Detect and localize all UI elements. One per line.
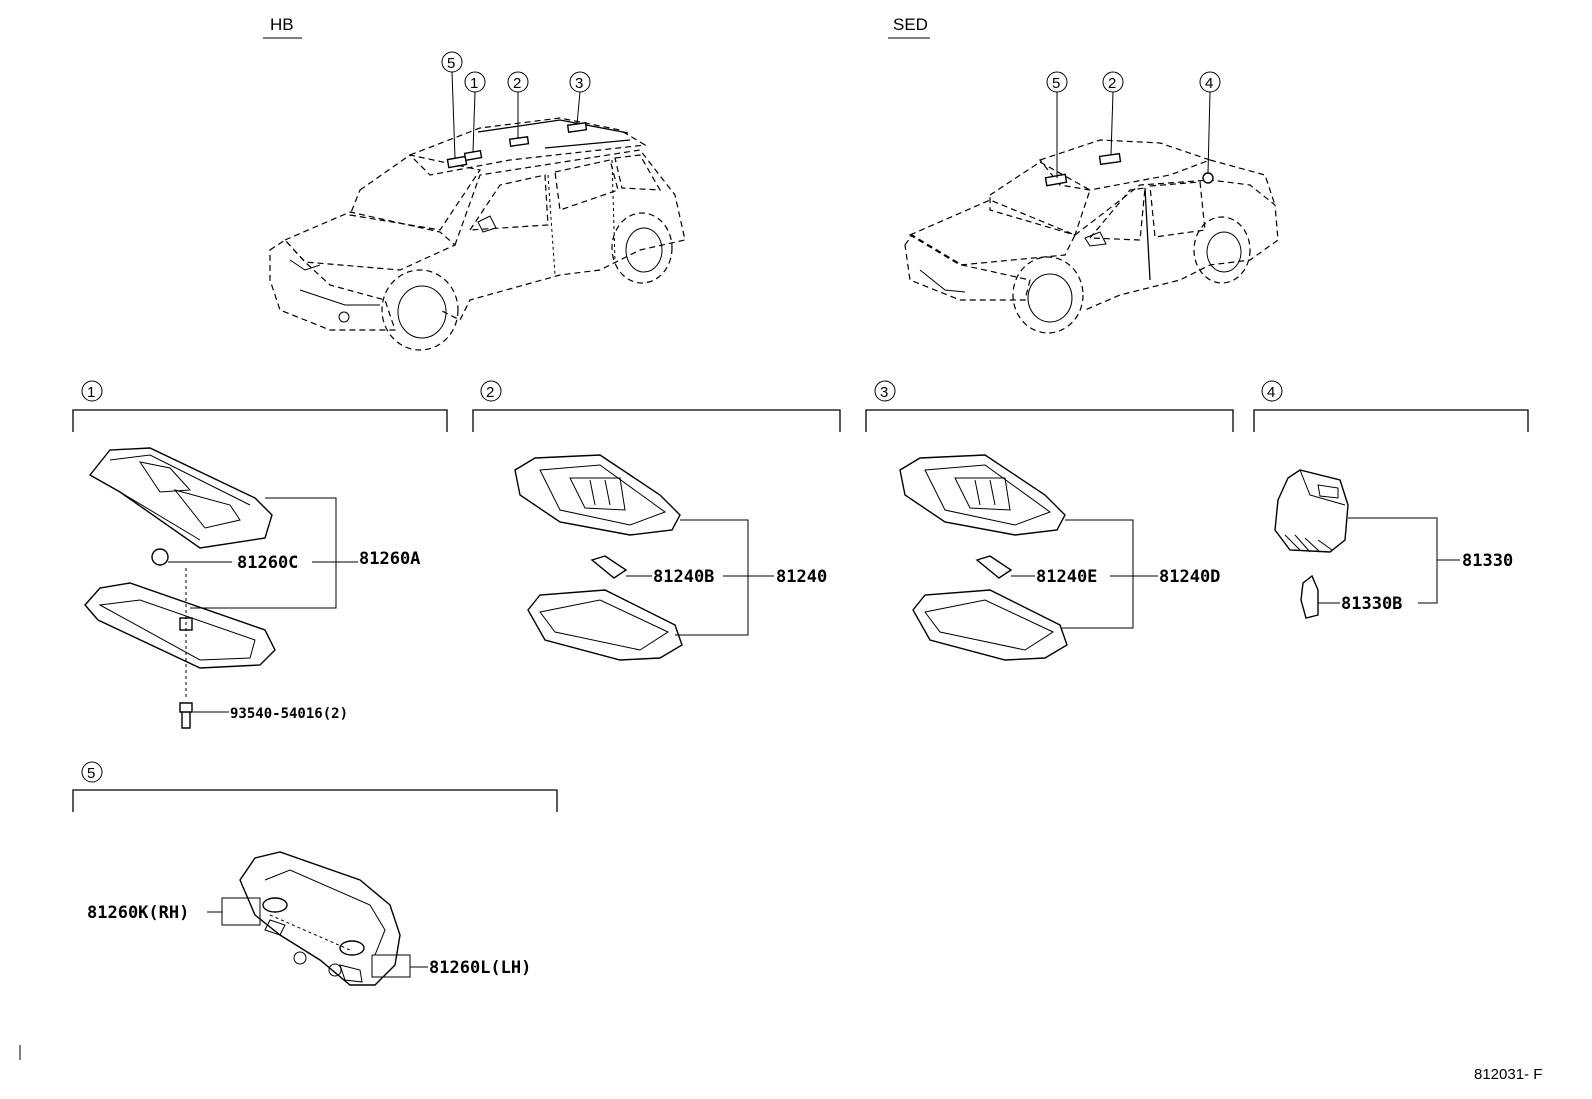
section-2-parts (514, 454, 774, 661)
hb-callout-2: 2 (513, 75, 521, 92)
sed-callout-5: 5 (1052, 75, 1060, 92)
section-1-parts (84, 447, 358, 729)
section-2-header: 2 (472, 380, 841, 432)
diagram-reference-number: 812031- F (1474, 1066, 1542, 1083)
part-81240E-label: 81240E (1036, 567, 1097, 587)
sedan-car-illustration (904, 139, 1279, 334)
sed-callouts: 5 2 4 (1046, 71, 1221, 178)
room-lamp-bulb-3 (975, 555, 1013, 579)
hatchback-car-illustration (269, 117, 686, 351)
part-81260A-label: 81260A (359, 549, 420, 569)
hb-lamp-5 (446, 155, 468, 169)
section-4-parts (1274, 469, 1460, 619)
hb-lamp-3 (566, 121, 588, 134)
section-2-number: 2 (486, 384, 494, 401)
luggage-lamp-bulb (1300, 574, 1319, 619)
hb-callout-5: 5 (447, 55, 455, 72)
part-81240-label: 81240 (776, 567, 827, 587)
section-1-number: 1 (87, 384, 95, 401)
section-3-number: 3 (880, 384, 888, 401)
part-81260C-label: 81260C (237, 553, 298, 573)
section-4-number: 4 (1267, 384, 1275, 401)
map-lamp-rh-lens (262, 897, 288, 913)
dome-lamp-bulb (151, 548, 169, 566)
part-81240D-label: 81240D (1159, 567, 1220, 587)
part-81260K-label: 81260K(RH) (87, 903, 189, 923)
variant-label-sed: SED (893, 15, 928, 34)
part-81260L-label: 81260L(LH) (429, 958, 531, 978)
part-93540-label: 93540-54016(2) (230, 706, 348, 722)
hb-callout-3: 3 (575, 75, 583, 92)
sed-lamp-5 (1044, 173, 1068, 187)
dome-lamp-screw (179, 702, 193, 729)
section-3-header: 3 (865, 380, 1234, 432)
room-lamp-housing-3 (899, 454, 1066, 536)
part-81240B-label: 81240B (653, 567, 714, 587)
section-3-parts (899, 454, 1158, 661)
room-lamp-lens-2 (527, 589, 683, 661)
luggage-lamp-socket (1274, 469, 1349, 553)
variant-label-hb: HB (270, 15, 294, 34)
part-81330B-label: 81330B (1341, 594, 1402, 614)
map-lamp-housing (239, 851, 401, 986)
section-4-header: 4 (1253, 380, 1529, 432)
section-5-number: 5 (87, 765, 95, 782)
sed-lamp-4 (1202, 172, 1214, 184)
part-81330-label: 81330 (1462, 551, 1513, 571)
room-lamp-housing-2 (514, 454, 681, 536)
room-lamp-bulb-2 (590, 555, 628, 579)
map-lamp-lh-lens (339, 940, 365, 956)
sed-callout-4: 4 (1205, 75, 1213, 92)
hb-callout-1: 1 (470, 75, 478, 92)
section-1-header: 1 (72, 380, 448, 432)
hb-lamp-2 (508, 135, 530, 148)
sed-callout-2: 2 (1108, 75, 1116, 92)
hb-lamp-1 (463, 149, 483, 162)
sed-lamp-2 (1098, 152, 1122, 166)
room-lamp-lens-3 (912, 589, 1068, 661)
section-5-parts (207, 851, 428, 986)
hb-callouts: 5 1 2 3 (441, 51, 591, 159)
section-5-header: 5 (72, 761, 558, 812)
